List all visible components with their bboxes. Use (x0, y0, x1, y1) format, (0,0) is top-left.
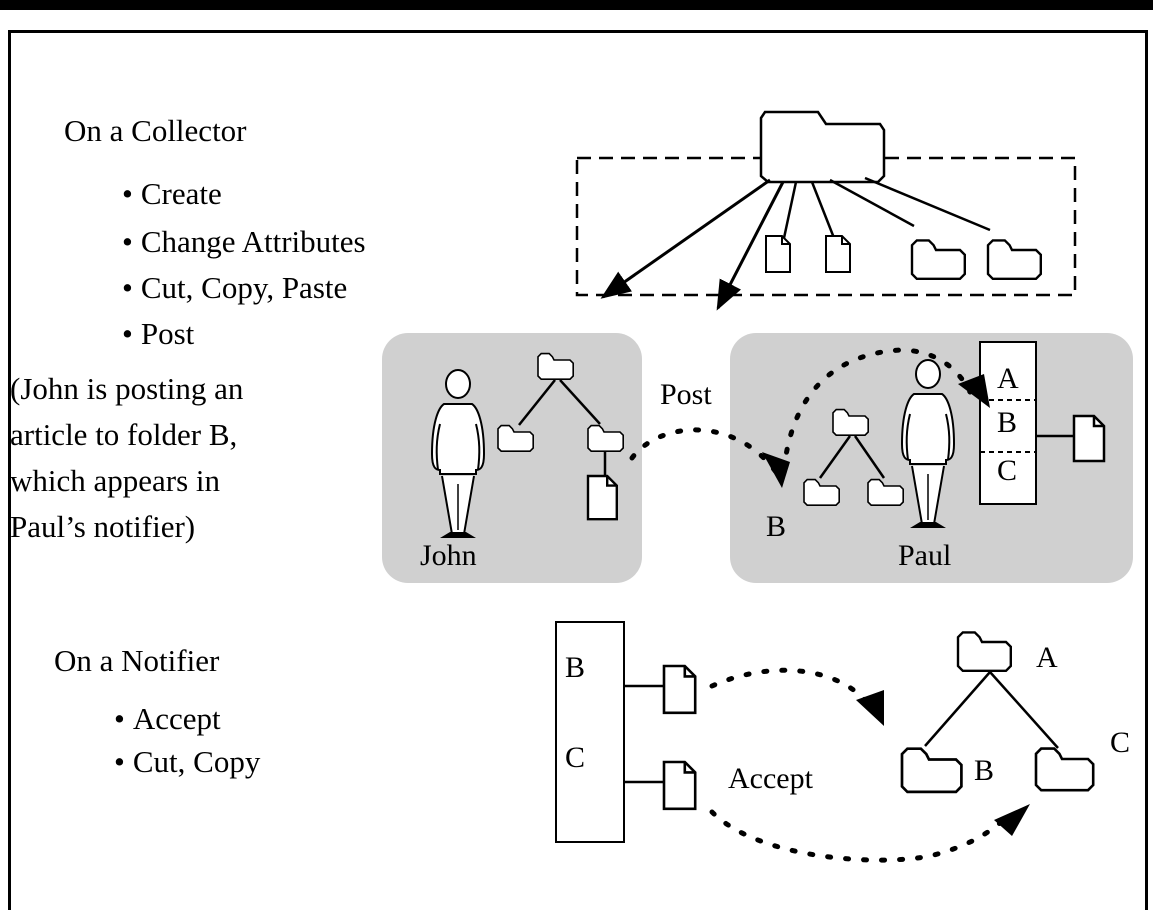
john-panel-bg (382, 333, 642, 583)
document-icon (825, 235, 851, 273)
post-label: Post (660, 378, 712, 411)
notifier-box (555, 621, 625, 843)
collector-hierarchy (575, 110, 1077, 311)
note-line-4: Paul’s notifier) (10, 509, 196, 544)
document-icon (1072, 414, 1106, 463)
post-arrow-path (629, 427, 783, 481)
accept-section: B C Accept A B C (555, 621, 1130, 863)
folder-icon (910, 239, 966, 280)
notify-arrowhead (958, 374, 990, 408)
folder-icon-a (956, 631, 1012, 672)
folder-label-b: B (974, 754, 994, 787)
paul-label: Paul (898, 539, 951, 572)
notify-arrow-path (781, 347, 973, 473)
post-flow: Post (629, 347, 990, 488)
post-arrowhead (762, 452, 790, 488)
accept-arrow-top (709, 667, 873, 709)
collector-folder-icon (759, 110, 886, 184)
document-icon (662, 664, 697, 715)
notifier-bullet-cut-copy: Cut, Copy (114, 746, 260, 777)
accept-arrow-bottom (709, 809, 1009, 863)
accept-label: Accept (728, 762, 814, 795)
slide-frame (8, 30, 1148, 910)
document-icon (586, 474, 618, 521)
paul-notifier-item-b: B (997, 406, 1017, 439)
john-label: John (420, 539, 477, 572)
note-line-3: which appears in (10, 463, 221, 498)
folder-label-c: C (1110, 726, 1130, 759)
john-panel: John (382, 333, 642, 583)
collector-bullet-change-attributes: Change Attributes (122, 226, 366, 257)
arrow-to-paul (716, 181, 785, 311)
paul-panel: A B C B Paul (730, 333, 1133, 583)
collector-bullet-cut-copy-paste: Cut, Copy, Paste (122, 272, 347, 303)
note-line-2: article to folder B, (10, 417, 238, 452)
folder-label-a: A (1036, 641, 1058, 674)
b-label: B (766, 510, 786, 543)
paul-notifier-item-c: C (997, 454, 1017, 487)
paul-notifier (979, 341, 1037, 505)
notifier-bullet-accept: Accept (114, 703, 221, 734)
accept-arrowhead-bottom (994, 804, 1030, 836)
arrow-to-john (600, 178, 771, 299)
notifier-item-c: C (565, 741, 585, 774)
folder-icon (986, 239, 1043, 280)
collector-bullet-create: Create (122, 178, 222, 209)
notifier-item-b: B (565, 651, 585, 684)
folder-icon-c (1034, 747, 1095, 792)
document-icon (765, 235, 791, 273)
top-rule (0, 0, 1153, 10)
notifier-heading: On a Notifier (54, 643, 220, 678)
collector-heading: On a Collector (64, 113, 247, 148)
note-line-1: (John is posting an (10, 371, 244, 406)
paul-notifier-item-a: A (997, 362, 1019, 395)
collector-bullet-post: Post (122, 318, 194, 349)
folder-icon-b (900, 747, 963, 794)
document-icon (662, 760, 697, 811)
accept-arrowhead-top (856, 690, 884, 726)
